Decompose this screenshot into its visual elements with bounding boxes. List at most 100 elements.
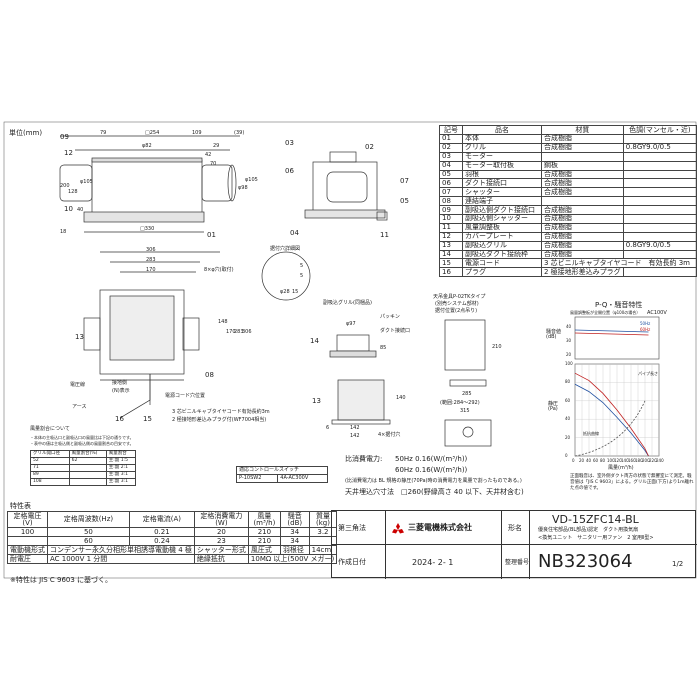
ceiling-note: 天井埋込穴寸法 □260(野縁高さ 40 以下、天井材含む) [345, 488, 524, 496]
parts-cell [622, 196, 698, 207]
callout-12: 12 [64, 149, 73, 157]
parts-cell: 3 芯ビニルキャブタイヤコード 有効長約 3m [541, 258, 697, 269]
front-view-body [91, 159, 203, 221]
pq-x-tick: 140 [621, 458, 629, 463]
noise-y-tick: 40 [566, 324, 572, 329]
parts-header-color: 色調(マンセル・近) [622, 125, 698, 135]
parts-cell: 合成樹脂 [541, 240, 624, 251]
parts-cell: 合成樹脂 [541, 222, 624, 233]
pq-x-tick: 40 [586, 458, 592, 463]
parts-cell [622, 222, 698, 233]
power-line-60: 60Hz 0.16(W/(m³/h)) [395, 466, 468, 474]
spec-motor-cell: 風圧式 [247, 545, 281, 555]
dim-18: 18 [60, 229, 67, 235]
parts-cell: 14 [439, 249, 463, 260]
parts-cell [622, 169, 698, 180]
airflow-line-2: ・表中の値は主吸込側と副吸込側の風量割合の目安です。 [30, 441, 134, 446]
parts-cell: モーター取付板 [462, 160, 542, 171]
dim-148: 148 [218, 319, 228, 325]
hanger-kit-285: 285 [462, 391, 472, 397]
spec-motor-cell: 電動機形式 [7, 545, 48, 555]
parts-cell: プラグ [462, 267, 542, 278]
airflow-cell: 89 [30, 471, 70, 479]
callout-13: 13 [75, 333, 84, 341]
front-view-grille [83, 211, 205, 223]
resistance-curve [574, 400, 646, 457]
airflow-cell: 主:副 3:1 [105, 478, 137, 486]
parts-cell: 01 [439, 134, 463, 144]
dim-phi105: φ105 [80, 179, 93, 185]
spec-cell: 0.24 [128, 536, 195, 546]
pq-y-tick: 40 [565, 416, 571, 422]
company-logo [392, 523, 404, 535]
noise-axis-label: 騒音値(dB) [546, 329, 562, 340]
front-view-left-duct [59, 164, 93, 202]
hanger-dim-1: 5 [300, 263, 304, 269]
pq-x-tick: 80 [600, 458, 606, 463]
hanger-kit-sub: (別売システム部材) [435, 301, 479, 307]
airflow-header-1: 風量割合(%) [68, 450, 107, 458]
parts-cell [622, 205, 698, 216]
side-view-body [312, 161, 378, 215]
unit-label: 単位(mm) [9, 129, 43, 137]
model-desc-1: 優良住宅部品(BL部品)認定 ダクト用換気扇 [538, 527, 639, 533]
pq-x-tick: 0 [572, 458, 575, 463]
hanger-dim-4: 15 [292, 289, 299, 295]
pq-y-tick: 0 [565, 453, 568, 458]
callout-01: 01 [207, 231, 216, 239]
static-axis-label: 静圧(Pa) [548, 401, 559, 412]
airflow-cell: 52 [30, 457, 70, 465]
hanger-kit-front [444, 419, 492, 447]
dim-306: 306 [146, 247, 156, 253]
dim-right-phi105: φ105 [245, 177, 258, 183]
parts-cell: 08 [439, 196, 463, 207]
parts-cell: 13 [439, 240, 463, 251]
parts-cell: 電源コード [462, 258, 542, 269]
hanger-kit-box [444, 319, 486, 371]
grille-dim-142: 142 [350, 425, 360, 431]
parts-cell: ダクト接続口 [462, 178, 542, 189]
flow-axis-label: 風量(m³/h) [608, 465, 634, 471]
spec-header: 定格電圧(V) [7, 511, 48, 528]
pq-series-50Hz [574, 383, 649, 457]
dim-phi82: φ82 [142, 143, 152, 149]
cord-note: 電源コード穴位置 [165, 393, 206, 399]
grille-detail-title: 副吸込グリル(同梱品) [323, 300, 372, 306]
hanger-kit-title: 天吊金具P-02TKタイプ [433, 294, 486, 300]
hanger-hole-circle [261, 251, 311, 301]
parts-cell [622, 160, 698, 171]
dim-70: 70 [210, 161, 217, 167]
spec-motor-cell: シャッター形式 [193, 545, 249, 555]
parts-cell: シャッター [462, 187, 542, 198]
dim-254: □254 [145, 130, 160, 136]
parts-cell: 羽根 [462, 169, 542, 180]
airflow-title: 風量割合について [30, 426, 70, 432]
pq-x-tick: 100 [607, 458, 615, 463]
dim-306b: 306 [242, 329, 252, 335]
hanger-dim-3: φ28 [280, 289, 290, 295]
parts-cell [622, 231, 698, 242]
pq-chart-voltage: AC100V [647, 310, 667, 316]
parts-cell: 15 [439, 258, 463, 269]
callout-03: 03 [285, 139, 294, 147]
spec-cell: 210 [247, 536, 281, 546]
spec-header: 風量(m³/h) [247, 511, 281, 528]
spec-cell [7, 536, 48, 546]
grille-packing: パッキン [380, 314, 400, 320]
hanger-detail-title: 据付穴詳細図 [270, 246, 301, 252]
dim-200: 200 [60, 183, 70, 189]
airflow-header-2: 風量割合 [105, 450, 137, 458]
parts-header-name: 品名 [462, 125, 542, 135]
parts-cell: モーター [462, 151, 542, 162]
dim-right-phi98: φ98 [238, 185, 248, 191]
switch-table-title: 適応コントロールスイッチ [236, 466, 328, 475]
parts-cell [541, 151, 624, 162]
parts-cell [622, 178, 698, 189]
grille-dim-142b: 142 [350, 433, 360, 439]
